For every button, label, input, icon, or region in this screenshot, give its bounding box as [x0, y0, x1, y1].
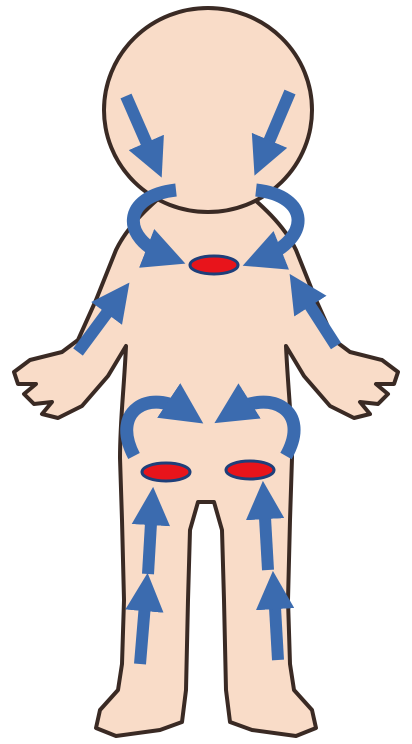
- arrow-thigh-left: [148, 506, 152, 574]
- groin-left-node: [142, 463, 190, 481]
- arrow-thigh-right: [264, 500, 268, 570]
- arrow-shin-left: [140, 592, 146, 664]
- groin-right-node: [226, 461, 274, 479]
- arrow-shin-right: [274, 590, 278, 660]
- neck-node: [190, 256, 238, 274]
